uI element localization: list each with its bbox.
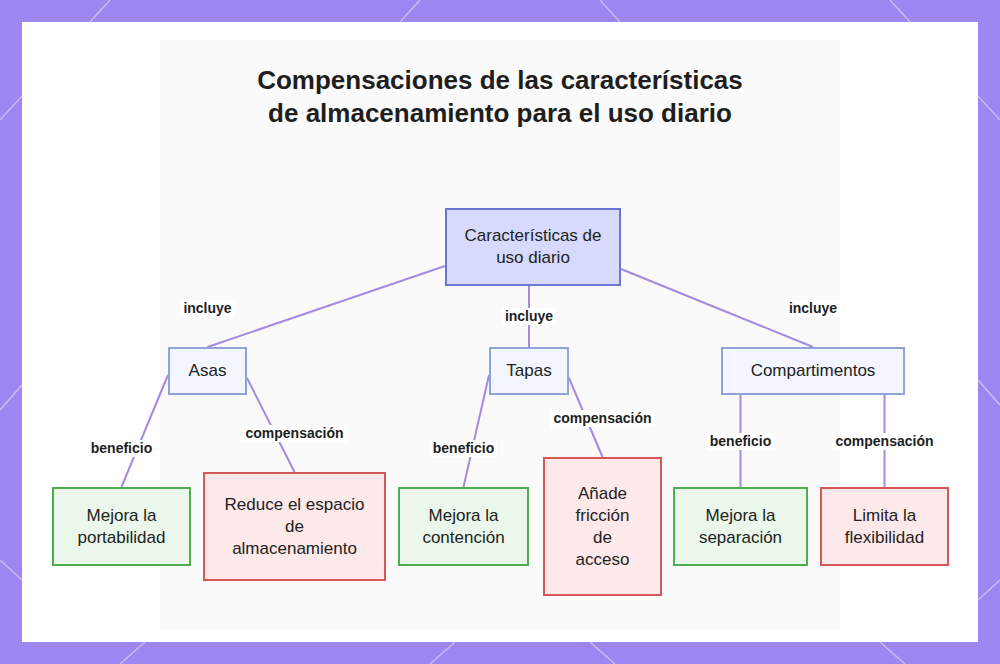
connector-line [464,375,490,487]
node-text: Tapas [506,360,551,382]
feature-box: Compartimentos [721,347,905,395]
benefit-box: Mejora la contención [398,487,529,566]
edge-label: compensación [832,433,936,450]
connector-line [208,266,446,347]
benefit-box: Mejora la separación [673,487,808,566]
node-text: Asas [189,360,227,382]
node-text: Mejora la separación [683,505,798,549]
root-box: Características de uso diario [445,208,621,286]
edge-label: beneficio [88,440,155,457]
node-text: Compartimentos [751,360,876,382]
tradeoff-box: Limita la flexibilidad [820,487,949,566]
edge-label: incluye [180,300,234,317]
edge-label: incluye [502,308,556,325]
connector-line [122,375,169,487]
node-text: Mejora la portabilidad [62,505,181,549]
connector-line [621,269,813,347]
feature-box: Asas [168,347,247,395]
tradeoff-box: Reduce el espacio de almacenamiento [203,472,386,581]
edge-label: beneficio [430,440,497,457]
node-text: Limita la flexibilidad [830,505,939,549]
benefit-box: Mejora la portabilidad [52,487,191,566]
node-text: Añade fricción de acceso [567,483,638,571]
edge-label: beneficio [707,433,774,450]
edge-label: incluye [786,300,840,317]
node-text: Características de uso diario [463,225,603,269]
diagram-title: Compensaciones de las características de… [250,64,750,130]
node-text: Reduce el espacio de almacenamiento [223,494,366,560]
feature-box: Tapas [489,347,569,395]
edge-label: compensación [242,425,346,442]
tradeoff-box: Añade fricción de acceso [543,457,662,596]
node-text: Mejora la contención [408,505,519,549]
edge-label: compensación [550,410,654,427]
